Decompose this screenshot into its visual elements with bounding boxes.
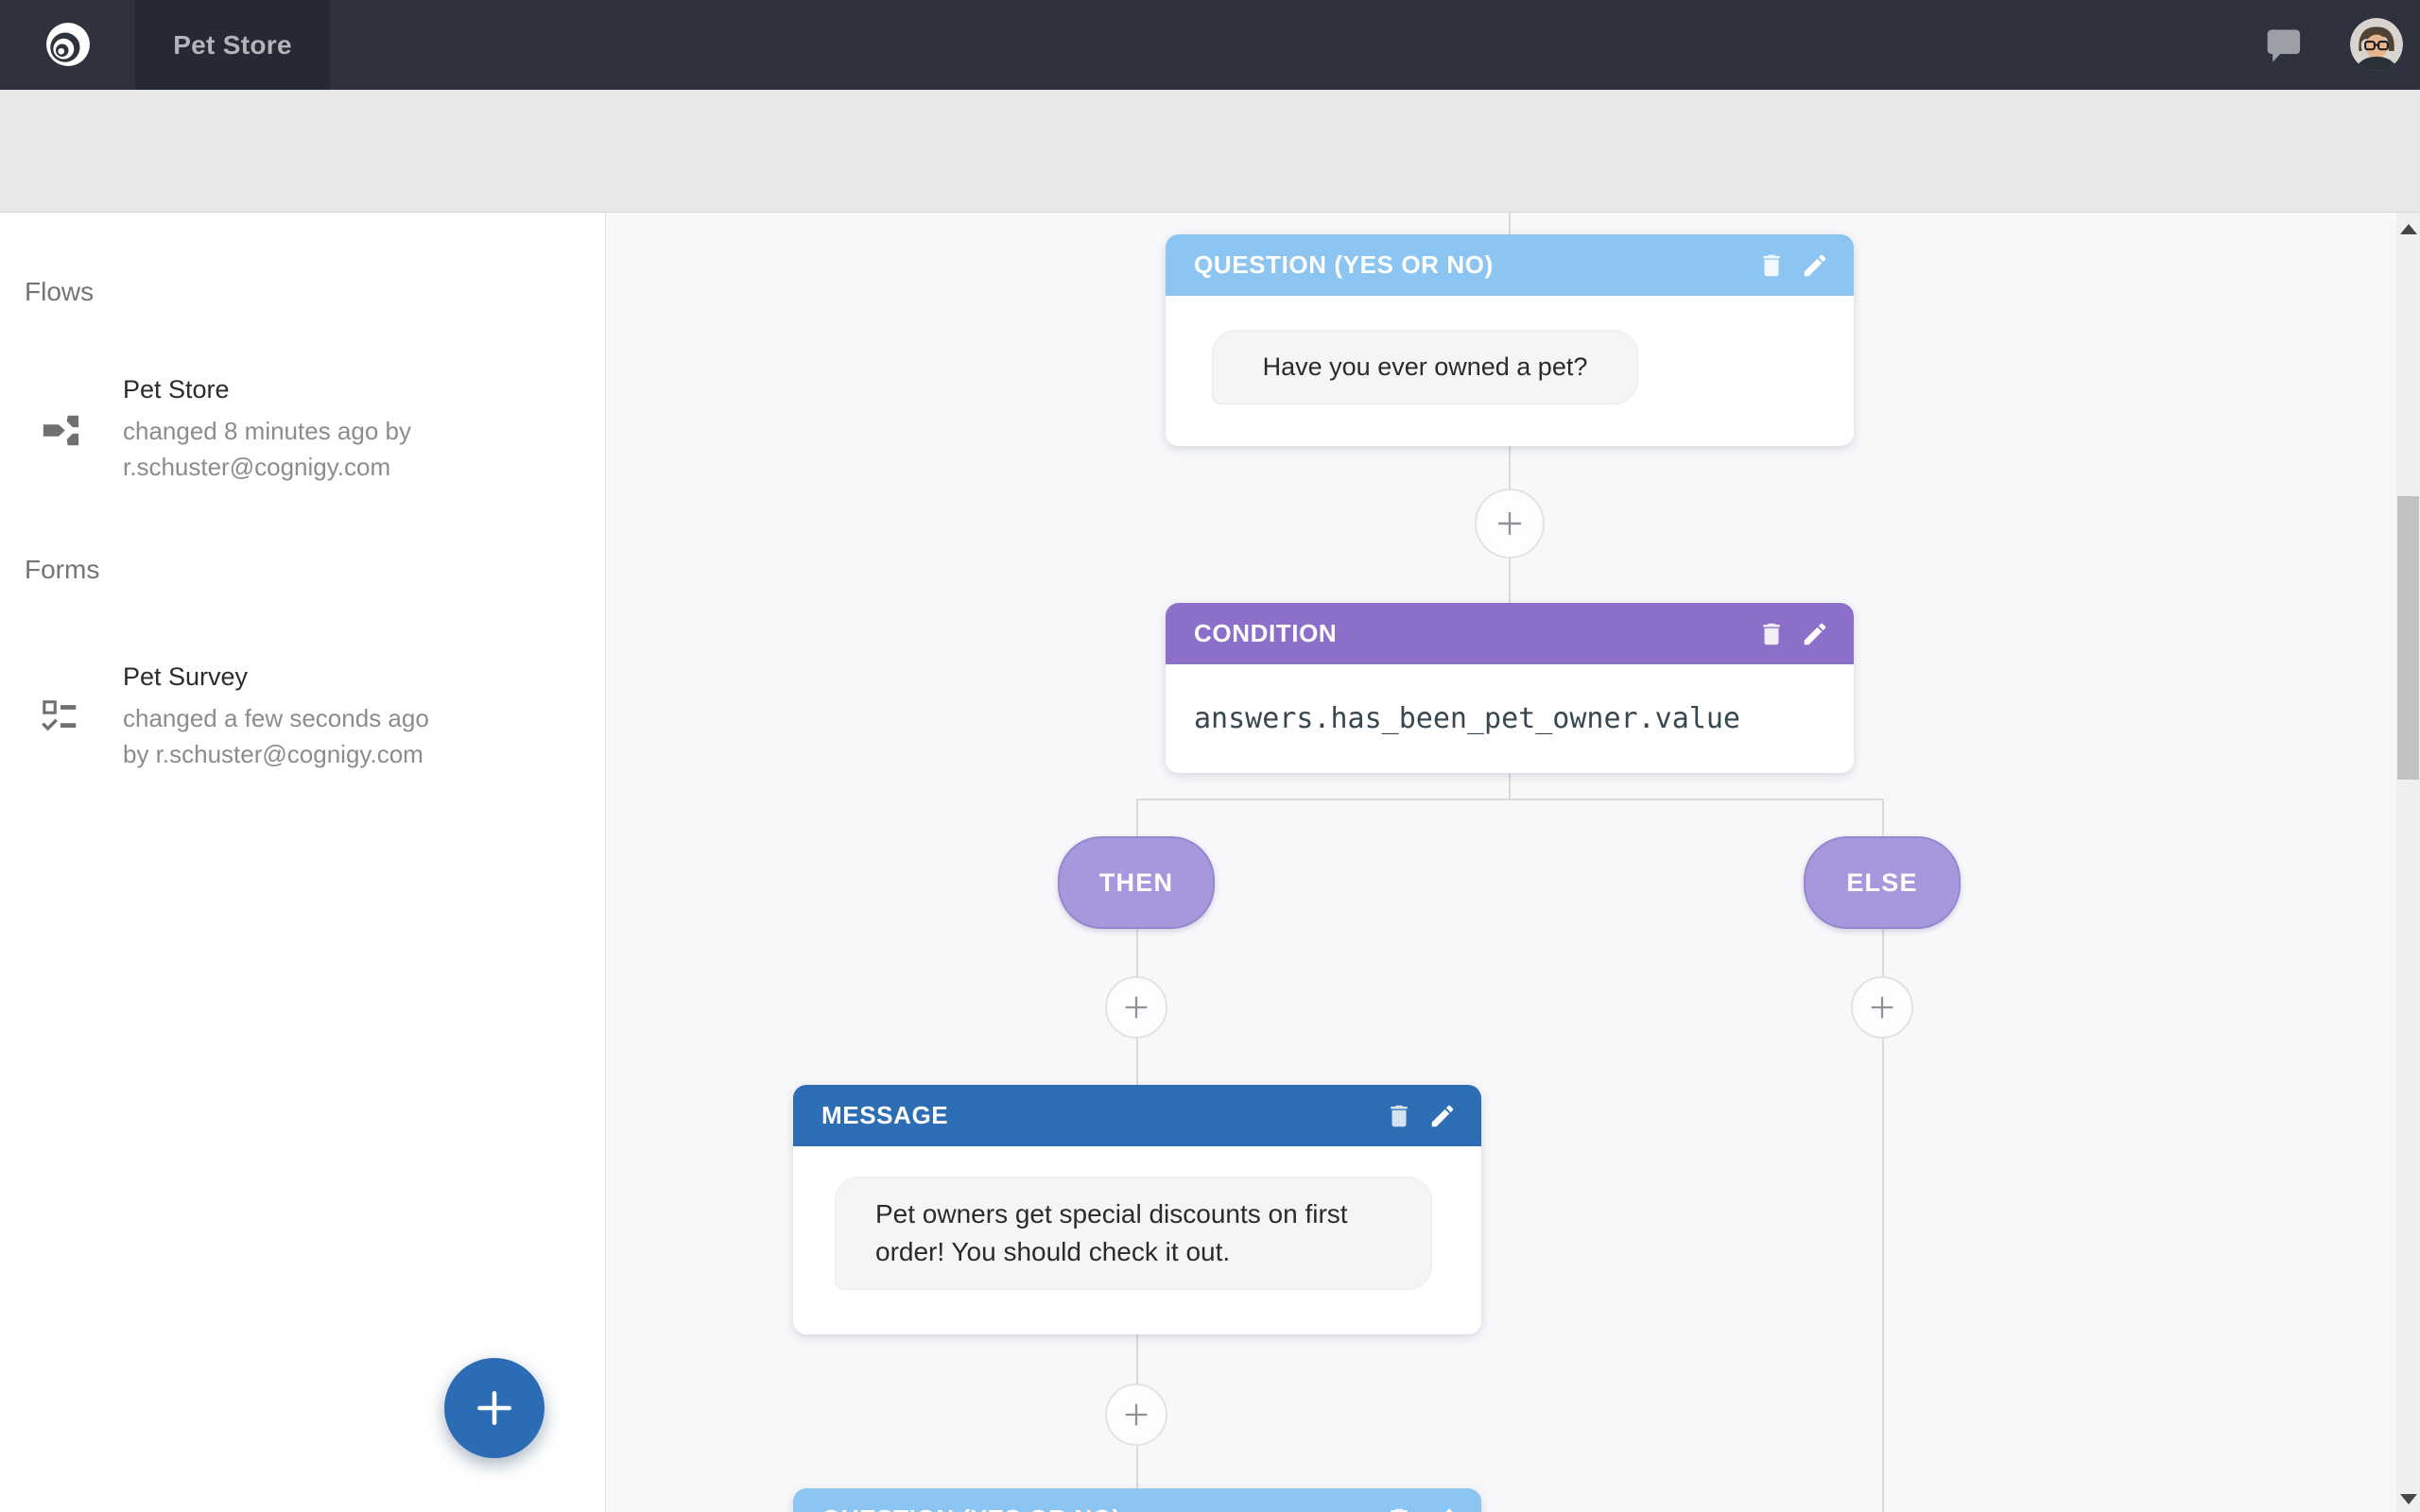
branch-then-pill[interactable]: THEN	[1058, 836, 1215, 929]
flow-canvas[interactable]: QUESTION (YES OR NO) Have you ever owned…	[606, 213, 2396, 1512]
flow-item-meta: changed 8 minutes ago by r.schuster@cogn…	[123, 417, 411, 481]
trash-icon[interactable]	[1385, 1102, 1413, 1130]
condition-node-header: CONDITION	[1166, 603, 1854, 664]
condition-expression: answers.has_been_pet_owner.value	[1194, 702, 1740, 735]
connector-line	[1882, 1039, 1884, 1512]
node-message[interactable]: MESSAGE Pet owners get special discounts…	[793, 1085, 1481, 1334]
question-node-header: QUESTION (YES OR NO)	[793, 1488, 1481, 1512]
branch-connector-line	[1136, 799, 1883, 800]
question-node-header: QUESTION (YES OR NO)	[1166, 234, 1854, 296]
scroll-down-arrow-icon[interactable]	[2400, 1494, 2417, 1504]
add-node-button[interactable]	[1105, 976, 1167, 1039]
vertical-scrollbar[interactable]	[2396, 213, 2420, 1512]
connector-line	[1136, 1039, 1138, 1085]
trash-icon[interactable]	[1385, 1505, 1413, 1512]
connector-line	[1136, 1446, 1138, 1488]
sidebar-item-pet-survey-form[interactable]: Pet Survey changed a few seconds ago by …	[0, 662, 586, 772]
node-type-label: QUESTION (YES OR NO)	[821, 1504, 1121, 1512]
resources-sidebar: Flows Pet Store changed 8 minutes ago by…	[0, 213, 606, 1512]
project-tab-label: Pet Store	[173, 29, 292, 60]
message-node-body: Pet owners get special discounts on firs…	[793, 1146, 1481, 1334]
connector-line	[1509, 773, 1511, 800]
question-text-bubble: Have you ever owned a pet?	[1212, 330, 1638, 404]
edit-pencil-icon[interactable]	[1801, 251, 1829, 280]
form-checklist-icon	[0, 696, 123, 739]
add-node-button[interactable]	[1851, 976, 1913, 1039]
plus-icon	[477, 1391, 511, 1425]
top-bar: Pet Store	[0, 0, 2420, 90]
edit-pencil-icon[interactable]	[1801, 620, 1829, 648]
cognigy-logo-icon[interactable]	[44, 21, 92, 68]
node-type-label: MESSAGE	[821, 1101, 949, 1129]
forms-heading: Forms	[25, 555, 100, 584]
trash-icon[interactable]	[1757, 251, 1786, 280]
connector-line	[1882, 929, 1884, 976]
flows-heading: Flows	[25, 277, 95, 306]
form-item-title: Pet Survey	[123, 662, 249, 691]
plus-icon	[1871, 996, 1893, 1019]
node-type-label: CONDITION	[1194, 619, 1338, 647]
form-item-meta: changed a few seconds ago by r.schuster@…	[123, 704, 429, 768]
edit-pencil-icon[interactable]	[1428, 1505, 1457, 1512]
chat-icon[interactable]	[2259, 25, 2305, 66]
node-question-yes-or-no-2[interactable]: QUESTION (YES OR NO)	[793, 1488, 1481, 1512]
connector-line	[1509, 558, 1511, 603]
connector-line	[1509, 213, 1511, 234]
node-type-label: QUESTION (YES OR NO)	[1194, 250, 1494, 279]
edit-pencil-icon[interactable]	[1428, 1102, 1457, 1130]
plus-icon	[1498, 512, 1521, 535]
flow-icon	[0, 408, 123, 452]
scrollbar-thumb[interactable]	[2397, 496, 2419, 780]
add-node-button[interactable]	[1475, 489, 1545, 558]
message-node-header: MESSAGE	[793, 1085, 1481, 1146]
connector-line	[1136, 799, 1138, 836]
plus-icon	[1125, 1403, 1148, 1426]
plus-icon	[1125, 996, 1148, 1019]
connector-line	[1136, 929, 1138, 976]
question-node-body: Have you ever owned a pet?	[1166, 296, 1854, 446]
node-condition[interactable]: CONDITION answers.has_been_pet_owner.val…	[1166, 603, 1854, 773]
connector-line	[1136, 1334, 1138, 1383]
project-tab-pet-store[interactable]: Pet Store	[135, 0, 330, 90]
editor-toolbar: Type All Form Editor — Pet Survey	[0, 90, 2420, 267]
user-avatar[interactable]	[2350, 18, 2403, 71]
scroll-up-arrow-icon[interactable]	[2400, 224, 2417, 234]
branch-else-pill[interactable]: ELSE	[1804, 836, 1961, 929]
message-text-bubble: Pet owners get special discounts on firs…	[835, 1177, 1432, 1290]
trash-icon[interactable]	[1757, 620, 1786, 648]
condition-node-body: answers.has_been_pet_owner.value	[1166, 664, 1854, 773]
add-node-button[interactable]	[1105, 1383, 1167, 1446]
flow-item-title: Pet Store	[123, 375, 230, 404]
node-question-yes-or-no[interactable]: QUESTION (YES OR NO) Have you ever owned…	[1166, 234, 1854, 446]
connector-line	[1509, 446, 1511, 489]
add-resource-button[interactable]	[444, 1358, 544, 1458]
sidebar-item-pet-store-flow[interactable]: Pet Store changed 8 minutes ago by r.sch…	[0, 375, 586, 485]
connector-line	[1882, 799, 1884, 836]
